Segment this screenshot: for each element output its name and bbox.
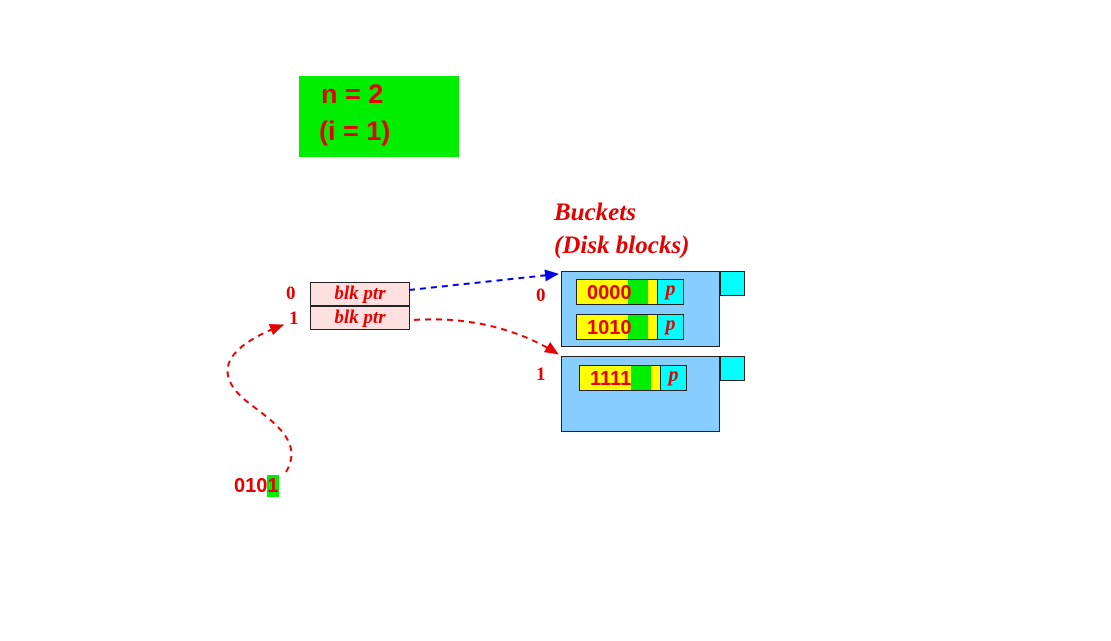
arrow-key-to-dir1	[226, 323, 293, 473]
bucket-index-1: 1	[536, 364, 546, 385]
bucket-1-record-0-hash-bit	[631, 366, 651, 390]
bucket-0-record-1: 1010 p	[576, 314, 684, 340]
search-key-hash-bit: 1	[267, 475, 279, 497]
bucket-0-record-1-key: 1010	[587, 317, 632, 339]
bucket-1-record-0: 1111 p	[579, 365, 687, 391]
search-key: 0101	[234, 475, 279, 497]
bucket-0-record-0-key: 0000	[587, 282, 632, 304]
bucket-1-overflow-pointer	[720, 356, 745, 381]
bucket-0-record-0-hash-bit	[628, 280, 648, 304]
buckets-title: Buckets	[554, 199, 636, 226]
bucket-0-record-1-hash-bit	[628, 315, 648, 339]
info-box: n = 2 (i = 1)	[299, 76, 459, 157]
arrow-dir1-to-bucket1	[413, 318, 559, 355]
bucket-0-record-1-pointer: p	[657, 314, 684, 340]
bucket-1: 1111 p	[561, 356, 720, 432]
directory-index-0: 0	[286, 283, 296, 304]
directory-entry-0: blk ptr	[310, 282, 410, 306]
bucket-index-0: 0	[536, 285, 546, 306]
buckets-subtitle: (Disk blocks)	[554, 232, 690, 259]
bucket-1-record-0-pointer: p	[660, 365, 687, 391]
bucket-0-record-0-pointer: p	[657, 279, 684, 305]
info-i-label: (i = 1)	[319, 116, 391, 146]
bucket-0-overflow-pointer	[720, 271, 745, 296]
info-n-label: n = 2	[321, 79, 384, 109]
directory-entry-1: blk ptr	[310, 306, 410, 330]
bucket-1-record-0-key: 1111	[590, 368, 632, 390]
bucket-0: 0000 p 1010 p	[561, 271, 720, 347]
directory-index-1: 1	[289, 308, 299, 329]
bucket-0-record-0: 0000 p	[576, 279, 684, 305]
